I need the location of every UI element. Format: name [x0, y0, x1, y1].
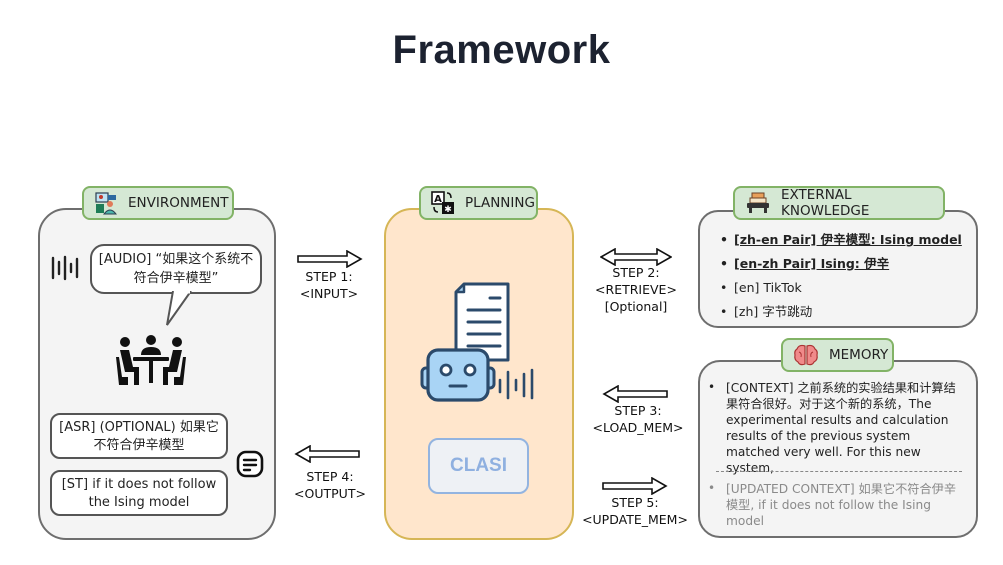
page-title: Framework: [392, 28, 611, 72]
step3-label: STEP 3: <LOAD_MEM>: [590, 402, 686, 436]
bullet: •: [708, 481, 716, 495]
planning-tag: A ✱ PLANNING: [419, 186, 538, 220]
notes-icon: [236, 450, 264, 482]
memory-divider: [716, 471, 962, 472]
memory-context-item: • [CONTEXT] 之前系统的实验结果和计算结果符合很好。对于这个新的系统，…: [708, 380, 966, 476]
audio-waveform-icon: [50, 255, 82, 285]
step1-arrow-right: [297, 250, 363, 268]
planning-tag-label: PLANNING: [465, 195, 535, 211]
step5-arrow-right: [602, 477, 668, 495]
meeting-table-icon: [115, 333, 187, 391]
asr-output-box: [ASR] (OPTIONAL) 如果它不符合伊辛模型: [50, 413, 228, 459]
books-icon: [745, 190, 771, 216]
memory-updated-text: [UPDATED CONTEXT] 如果它不符合伊辛模型, if it does…: [726, 482, 957, 528]
knowledge-item: [zh] 字节跳动: [720, 300, 966, 324]
step1-action: <INPUT>: [299, 286, 359, 301]
translate-icon: A ✱: [431, 190, 455, 216]
environment-tag-label: ENVIRONMENT: [128, 195, 229, 211]
knowledge-list: [zh-en Pair] 伊辛模型: Ising model [en-zh Pa…: [716, 228, 966, 324]
asr-text: [ASR] (OPTIONAL) 如果它不符合伊辛模型: [59, 420, 219, 453]
meeting-people-icon: [94, 190, 118, 216]
step2-label: STEP 2: <RETRIEVE> [Optional]: [586, 264, 686, 315]
step4-action: <OUTPUT>: [294, 486, 366, 501]
step3-action: <LOAD_MEM>: [592, 420, 684, 435]
step4-label: STEP 4: <OUTPUT>: [288, 468, 372, 502]
memory-updated-item: • [UPDATED CONTEXT] 如果它不符合伊辛模型, if it do…: [708, 481, 966, 529]
step3-arrow-left: [602, 385, 668, 403]
clasi-label: CLASI: [450, 455, 507, 476]
step1-number: STEP 1:: [305, 269, 353, 284]
step4-number: STEP 4:: [306, 469, 354, 484]
bullet: •: [708, 380, 716, 394]
memory-tag: MEMORY: [781, 338, 894, 372]
step5-label: STEP 5: <UPDATE_MEM>: [578, 494, 692, 528]
step2-number: STEP 2:: [612, 265, 660, 280]
st-text: [ST] if it does not follow the Ising mod…: [61, 477, 217, 510]
svg-text:✱: ✱: [444, 205, 452, 215]
step2-double-arrow: [600, 248, 672, 266]
step2-action: <RETRIEVE>: [595, 282, 677, 297]
step1-label: STEP 1: <INPUT>: [290, 268, 368, 302]
svg-text:A: A: [434, 194, 442, 205]
memory-panel: [698, 360, 978, 538]
step5-action: <UPDATE_MEM>: [582, 512, 688, 527]
environment-tag: ENVIRONMENT: [82, 186, 234, 220]
external-knowledge-tag: EXTERNAL KNOWLEDGE: [733, 186, 945, 220]
step3-number: STEP 3:: [614, 403, 662, 418]
knowledge-item: [en] TikTok: [720, 276, 966, 300]
memory-context-text: [CONTEXT] 之前系统的实验结果和计算结果符合很好。对于这个新的系统，Th…: [726, 381, 956, 475]
st-output-box: [ST] if it does not follow the Ising mod…: [50, 470, 228, 516]
step2-note: [Optional]: [604, 299, 668, 314]
audio-speech-bubble: [AUDIO] “如果这个系统不符合伊辛模型”: [90, 244, 262, 294]
speech-bubble-tail: [166, 291, 192, 326]
step4-arrow-left: [294, 445, 360, 463]
audio-bubble-text: [AUDIO] “如果这个系统不符合伊辛模型”: [98, 252, 254, 286]
knowledge-item: [zh-en Pair] 伊辛模型: Ising model: [720, 228, 966, 252]
brain-icon: [793, 342, 819, 368]
clasi-model-box: CLASI: [428, 438, 529, 494]
robot-document-icon: [418, 276, 542, 406]
memory-tag-label: MEMORY: [829, 347, 889, 363]
external-knowledge-panel: [zh-en Pair] 伊辛模型: Ising model [en-zh Pa…: [698, 210, 978, 328]
knowledge-item: [en-zh Pair] Ising: 伊辛: [720, 252, 966, 276]
external-knowledge-tag-label: EXTERNAL KNOWLEDGE: [781, 187, 870, 219]
step5-number: STEP 5:: [611, 495, 659, 510]
